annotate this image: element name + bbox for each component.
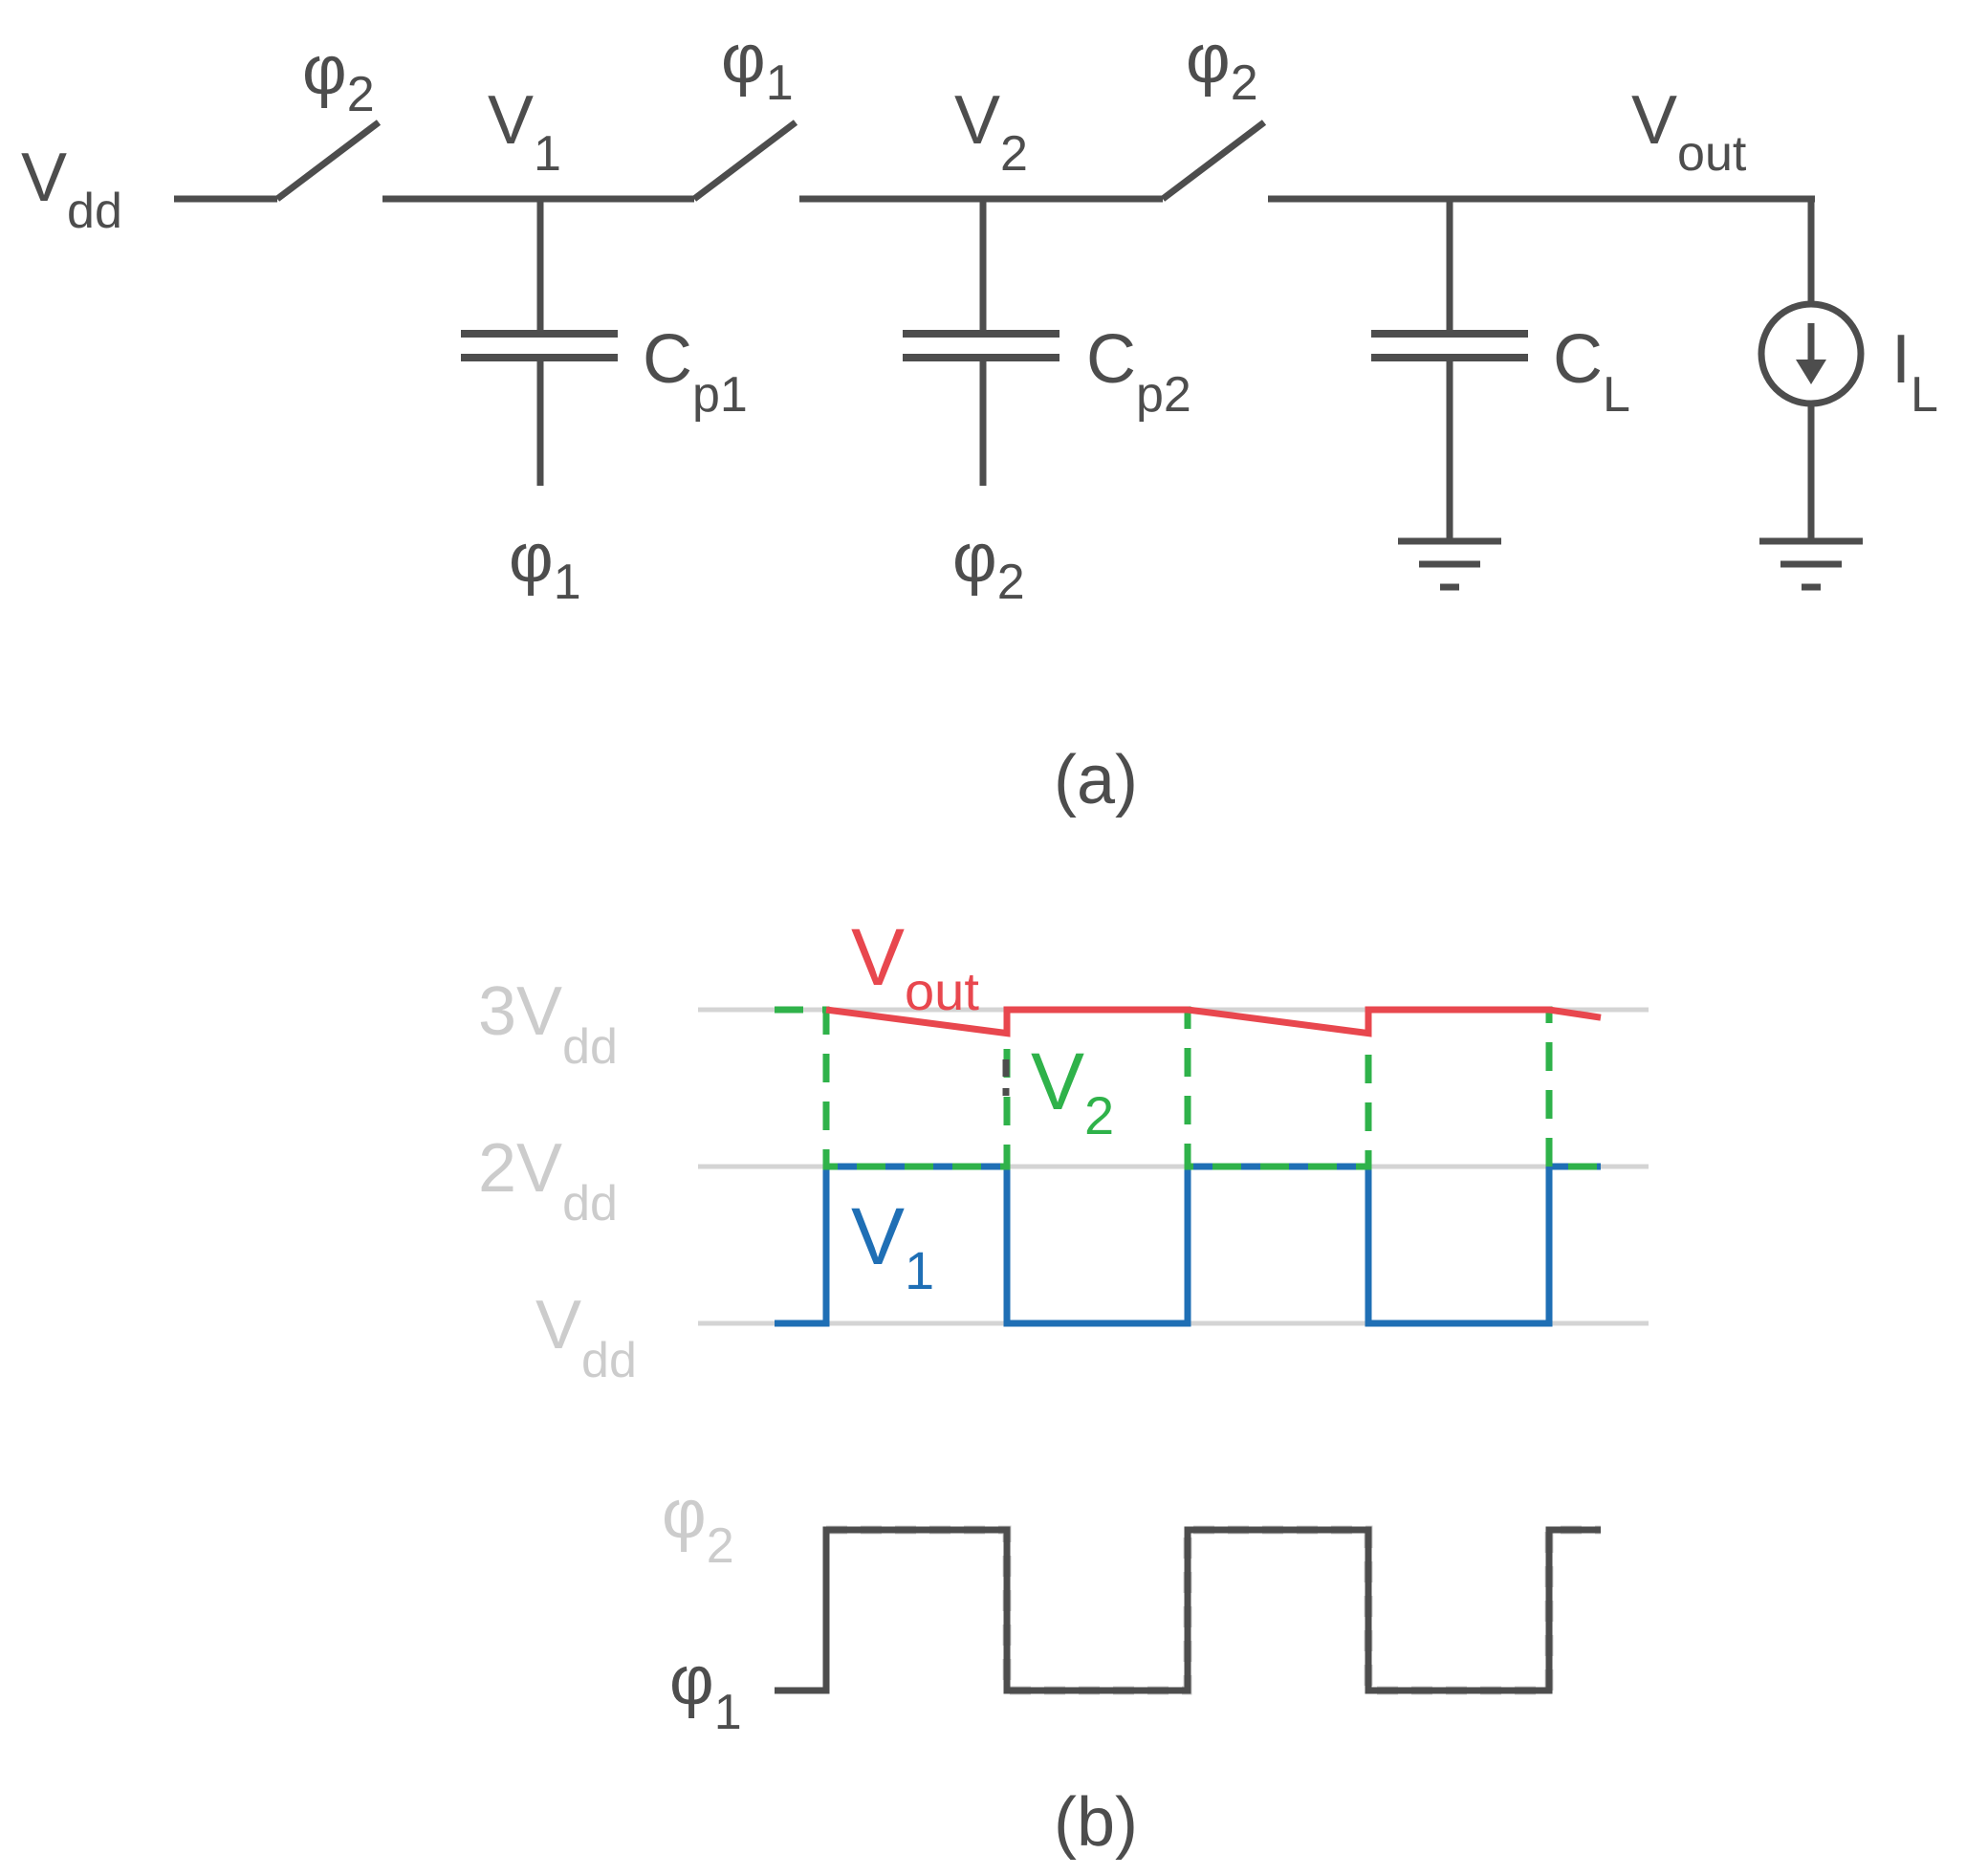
v1-series-label: V1 bbox=[851, 1191, 934, 1300]
node-v1-label: V1 bbox=[488, 82, 561, 182]
waveform-plot: 3Vdd 2Vdd Vdd Vout V2 V1 φ2 φ1 (b) bbox=[478, 912, 1649, 1861]
level-label-2vdd: 2Vdd bbox=[478, 1130, 618, 1232]
panel-a-caption: (a) bbox=[1054, 742, 1138, 818]
capacitor-cl bbox=[1371, 199, 1528, 541]
cp1-label: Cp1 bbox=[643, 321, 748, 423]
v1-trace bbox=[775, 1163, 1601, 1327]
capacitor-cp2 bbox=[903, 199, 1059, 486]
ground-symbol-cl bbox=[1398, 537, 1501, 591]
switch-1-blade bbox=[274, 120, 382, 202]
clock-label-phi2: φ2 bbox=[662, 1476, 734, 1574]
phi1-clock-trace bbox=[775, 1526, 1601, 1694]
ground-symbol-il bbox=[1759, 537, 1863, 591]
node-v2-label: V2 bbox=[954, 82, 1028, 182]
cp2-bottom-phase-label: φ2 bbox=[952, 520, 1025, 610]
switch-1-phase-label: φ2 bbox=[302, 33, 375, 122]
switch-2-blade bbox=[691, 120, 798, 202]
capacitor-cp1 bbox=[461, 199, 618, 486]
level-label-vdd: Vdd bbox=[535, 1287, 637, 1388]
phi2-clock-trace bbox=[826, 1525, 1601, 1695]
cp1-bottom-phase-label: φ1 bbox=[509, 520, 581, 610]
node-vout-label: Vout bbox=[1631, 82, 1747, 182]
cp2-label: Cp2 bbox=[1086, 321, 1191, 423]
level-label-3vdd: 3Vdd bbox=[478, 973, 618, 1075]
switch-3-blade bbox=[1160, 120, 1267, 202]
current-source-il bbox=[1758, 199, 1865, 541]
il-label: IL bbox=[1891, 321, 1938, 423]
vout-trace bbox=[825, 1006, 1602, 1037]
v2-trace bbox=[775, 1006, 1601, 1170]
vout-series-label: Vout bbox=[851, 912, 979, 1021]
cl-label: CL bbox=[1553, 321, 1630, 423]
circuit-schematic: Vdd φ2 φ1 φ2 V1 V2 Vout Cp1 φ1 bbox=[21, 21, 1938, 818]
clock-label-phi1: φ1 bbox=[669, 1643, 742, 1740]
vdd-label: Vdd bbox=[21, 140, 122, 239]
panel-b-caption: (b) bbox=[1054, 1784, 1138, 1861]
v2-series-label: V2 bbox=[1031, 1036, 1114, 1145]
switch-3-phase-label: φ2 bbox=[1186, 21, 1258, 111]
switch-2-phase-label: φ1 bbox=[721, 21, 794, 111]
